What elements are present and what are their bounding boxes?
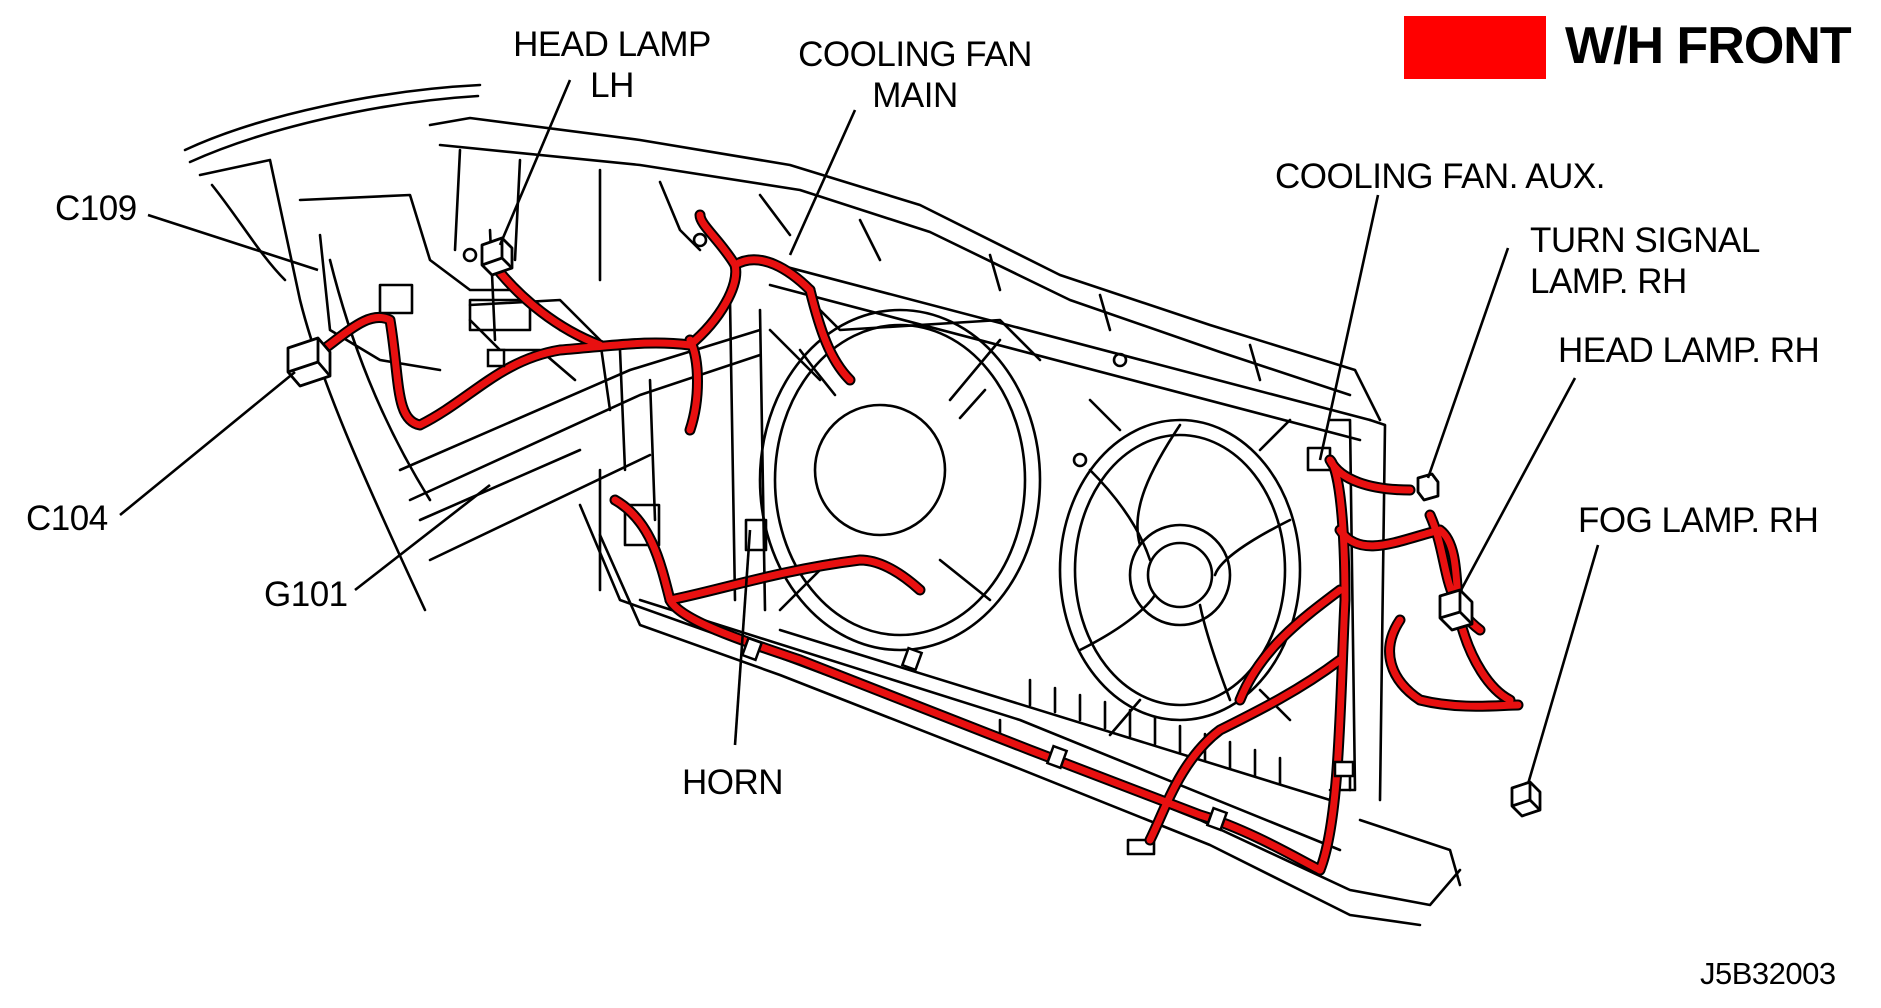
connector-head-lamp-rh xyxy=(1438,588,1474,632)
label-head-lamp-lh: HEAD LAMP LH xyxy=(492,24,732,106)
label-head-lamp-rh: HEAD LAMP. RH xyxy=(1558,331,1820,370)
harness-clips xyxy=(486,348,1355,832)
label-turn-signal-line2: LAMP. RH xyxy=(1530,262,1687,301)
connector-turn-signal-rh xyxy=(1416,472,1440,502)
label-turn-signal-line1: TURN SIGNAL xyxy=(1530,221,1760,260)
label-cooling-fan-main: COOLING FAN MAIN xyxy=(780,34,1050,116)
legend-label: W/H FRONT xyxy=(1565,17,1852,75)
connectors xyxy=(286,236,1542,818)
connector-fog-lamp-rh xyxy=(1510,780,1542,818)
vehicle-structure xyxy=(183,83,1462,927)
label-turn-signal-lamp-rh: TURN SIGNAL LAMP. RH xyxy=(1530,220,1760,302)
label-c109: C109 xyxy=(55,189,137,228)
harness-red xyxy=(316,211,1522,874)
leader-lines xyxy=(119,79,1600,785)
label-fog-lamp-rh: FOG LAMP. RH xyxy=(1578,501,1819,540)
figure-id: J5B32003 xyxy=(1700,956,1836,991)
connector-head-lamp-lh xyxy=(480,236,514,277)
label-head-lamp-lh-line2: LH xyxy=(590,66,634,105)
label-c104: C104 xyxy=(26,499,108,538)
label-cooling-fan-aux: COOLING FAN. AUX. xyxy=(1275,157,1605,196)
connector-c104 xyxy=(286,336,332,388)
label-horn: HORN xyxy=(682,763,784,802)
label-cooling-fan-main-line1: COOLING FAN xyxy=(798,35,1032,74)
label-g101: G101 xyxy=(264,575,348,614)
label-cooling-fan-main-line2: MAIN xyxy=(872,76,958,115)
label-head-lamp-lh-line1: HEAD LAMP xyxy=(513,25,711,64)
legend-swatch xyxy=(1404,16,1546,79)
